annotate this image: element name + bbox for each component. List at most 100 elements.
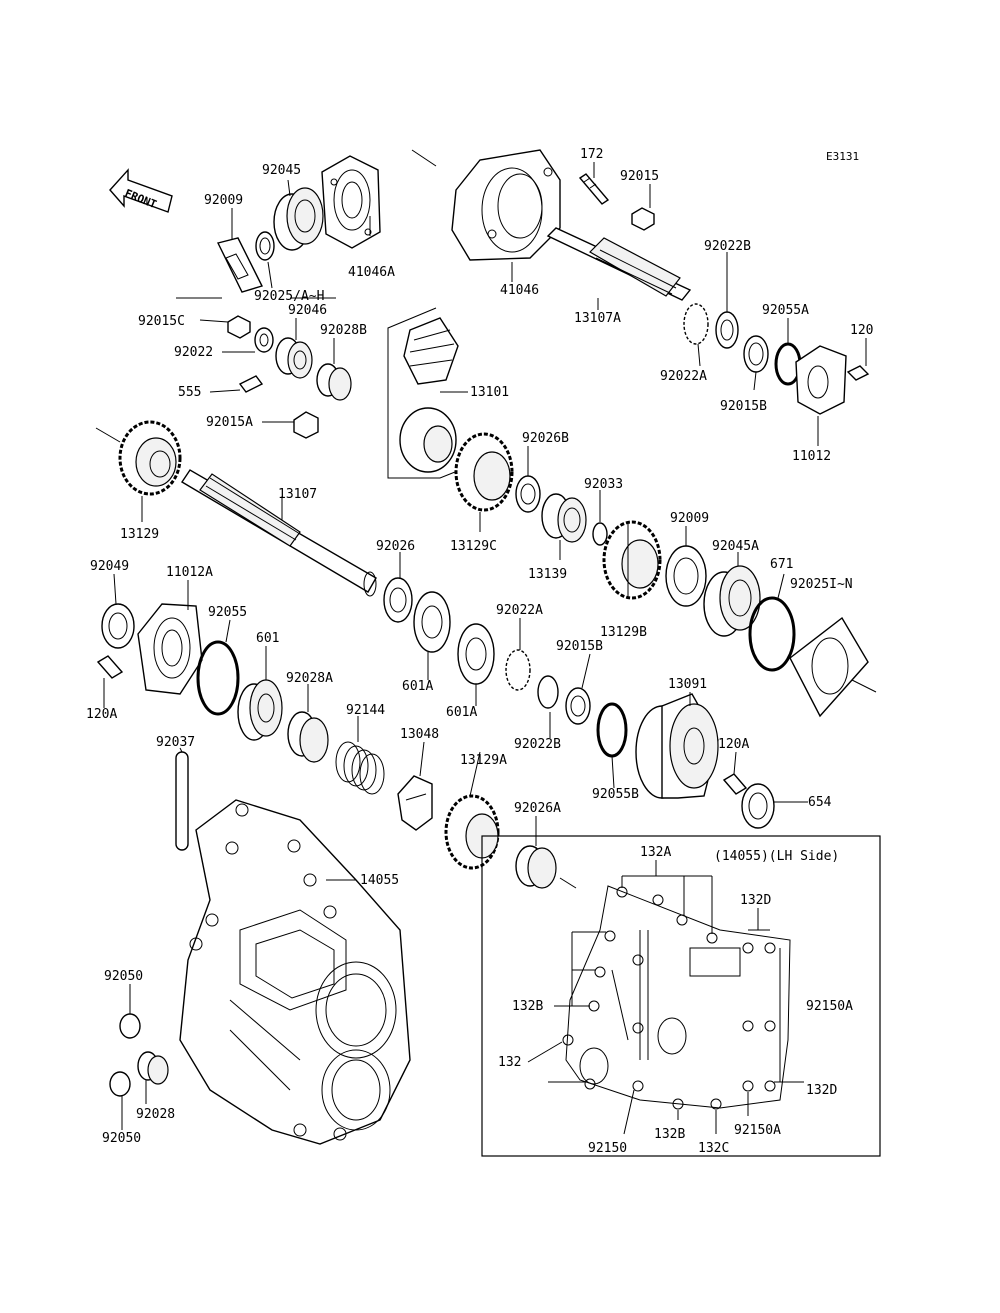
part-92028-bushing xyxy=(137,1051,169,1085)
part-120A-bolt-right xyxy=(722,773,748,795)
part-92046-bearing xyxy=(275,337,313,379)
label-132C: 132C xyxy=(698,1141,729,1156)
label-132A: 132A xyxy=(640,845,671,860)
part-11012-cover xyxy=(795,345,847,415)
part-92033-circlip xyxy=(592,522,608,546)
label-13139: 13139 xyxy=(528,567,567,582)
part-92055-oring xyxy=(196,640,240,716)
label-92050-bot: 92050 xyxy=(102,1131,141,1146)
label-92049: 92049 xyxy=(90,559,129,574)
label-13091: 13091 xyxy=(668,677,707,692)
part-92055B-oring xyxy=(596,702,628,758)
part-601-bearing xyxy=(237,679,283,741)
inset-leader-lines xyxy=(527,860,804,1135)
part-13129C-gear xyxy=(454,432,514,512)
label-92055B: 92055B xyxy=(592,787,639,802)
label-92144: 92144 xyxy=(346,703,385,718)
part-13107A-shaft xyxy=(546,227,692,301)
part-120A-bolt-left xyxy=(96,655,124,679)
front-arrow-icon: FRONT xyxy=(109,168,173,213)
label-601A-1: 601A xyxy=(402,679,433,694)
part-601A-bearing-2 xyxy=(457,623,495,685)
inset-lh-side xyxy=(481,835,881,1157)
label-172: 172 xyxy=(580,147,603,162)
part-671-oring xyxy=(748,596,796,672)
part-601A-bearing-1 xyxy=(413,591,451,653)
label-13129: 13129 xyxy=(120,527,159,542)
part-92009-plate-2 xyxy=(665,545,707,607)
label-92015A: 92015A xyxy=(206,415,253,430)
label-92022A: 92022A xyxy=(496,603,543,618)
part-92009-plate xyxy=(216,237,263,293)
label-41046: 41046 xyxy=(500,283,539,298)
label-555: 555 xyxy=(178,385,201,400)
label-13129C: 13129C xyxy=(450,539,497,554)
part-92022A-washer-2 xyxy=(505,649,531,691)
label-92028B: 92028B xyxy=(320,323,367,338)
part-92045-bearing xyxy=(273,187,324,251)
part-92015A-nut xyxy=(293,411,319,439)
part-13129B-gear xyxy=(602,520,662,600)
part-13091-drum xyxy=(635,693,719,799)
label-92046: 92046 xyxy=(288,303,327,318)
label-132: 132 xyxy=(498,1055,521,1070)
part-13101-bevel-gears xyxy=(387,307,461,479)
part-92144-spring xyxy=(335,741,385,795)
label-13101: 13101 xyxy=(470,385,509,400)
label-92009-b: 92009 xyxy=(670,511,709,526)
label-671: 671 xyxy=(770,557,793,572)
label-13107: 13107 xyxy=(278,487,317,502)
label-92026A: 92026A xyxy=(514,801,561,816)
label-120: 120 xyxy=(850,323,873,338)
part-92022B-washer-2 xyxy=(537,675,559,709)
part-92037-gasket-strip xyxy=(175,751,189,851)
label-92028A: 92028A xyxy=(286,671,333,686)
part-555-pin xyxy=(238,375,264,393)
label-92050-top: 92050 xyxy=(104,969,143,984)
part-92015C-nut xyxy=(227,315,251,339)
part-13048-shift-fork xyxy=(397,775,433,831)
leader-lines xyxy=(95,149,877,1130)
part-172-stud xyxy=(578,173,610,205)
label-92025IN: 92025I~N xyxy=(790,577,853,592)
label-41046A: 41046A xyxy=(348,265,395,280)
part-92022A-washer xyxy=(683,303,709,345)
part-41046-housing xyxy=(451,149,561,261)
label-92037: 92037 xyxy=(156,735,195,750)
part-labels: 92045 92009 41046A 92025/A~H 172 92015 4… xyxy=(86,147,873,1156)
label-601: 601 xyxy=(256,631,279,646)
part-92015-nut xyxy=(631,207,655,231)
label-92015B-top: 92015B xyxy=(720,399,767,414)
label-13129B: 13129B xyxy=(600,625,647,640)
label-92015C: 92015C xyxy=(138,314,185,329)
part-13107-shaft xyxy=(181,469,377,597)
label-92150: 92150 xyxy=(588,1141,627,1156)
label-92015: 92015 xyxy=(620,169,659,184)
label-92055A: 92055A xyxy=(762,303,809,318)
label-14055: 14055 xyxy=(360,873,399,888)
part-92028B-bushing xyxy=(316,363,352,401)
part-92028A-bushing xyxy=(287,711,329,763)
part-13129-gear xyxy=(118,420,182,496)
part-92045A-bearing xyxy=(703,565,761,637)
inset-bolt-holes xyxy=(562,886,776,1110)
label-92015B: 92015B xyxy=(556,639,603,654)
part-11012A-cover xyxy=(137,603,203,695)
label-92150A-bot: 92150A xyxy=(734,1123,781,1138)
part-120-bolt xyxy=(846,365,870,381)
part-92022B-washer xyxy=(715,311,739,349)
label-92025AH: 92025/A~H xyxy=(254,289,324,304)
part-654-seal xyxy=(741,783,775,829)
part-92015B-seal xyxy=(743,335,769,373)
part-92025-shim xyxy=(255,231,275,261)
label-120A-right: 120A xyxy=(718,737,749,752)
label-132D-top: 132D xyxy=(740,893,771,908)
part-92050-seal-top xyxy=(119,1013,141,1039)
label-92150A-right: 92150A xyxy=(806,999,853,1014)
label-132B-bot: 132B xyxy=(654,1127,685,1142)
label-92022B: 92022B xyxy=(514,737,561,752)
label-132B-left: 132B xyxy=(512,999,543,1014)
label-92009: 92009 xyxy=(204,193,243,208)
label-92028: 92028 xyxy=(136,1107,175,1122)
